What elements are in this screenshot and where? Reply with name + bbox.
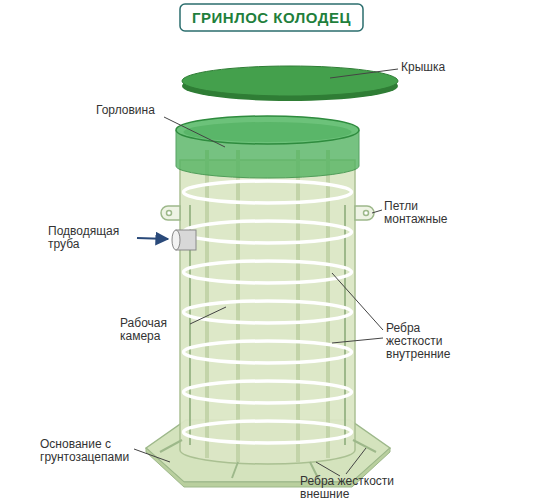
stiffening-ring — [184, 181, 352, 203]
leader-lines — [134, 69, 398, 476]
part-label: Подводящая труба — [48, 225, 134, 251]
part-label: Ребра жесткости внешние — [300, 475, 420, 501]
stiffening-ring — [184, 261, 352, 283]
part-label: Основание с грунтозацепами — [40, 438, 136, 464]
inlet-pipe — [172, 230, 196, 250]
title-frame — [180, 4, 363, 31]
inflow-arrow — [137, 238, 168, 239]
mounting-loops — [161, 206, 374, 220]
stiffening-ring — [184, 221, 352, 243]
neck-top — [176, 116, 359, 144]
part-label: Петли монтажные — [384, 200, 464, 226]
stiffening-rings — [184, 181, 352, 443]
inner-ribs — [207, 150, 328, 462]
title: ГРИНЛОС КОЛОДЕЦ — [181, 5, 362, 30]
stiffening-ring — [184, 341, 352, 363]
part-label: Рабочая камера — [120, 317, 192, 343]
part-label: Ребра жесткости внутренние — [386, 322, 476, 361]
lid — [182, 66, 398, 96]
stiffening-ring — [184, 381, 352, 403]
part-label: Горловина — [96, 104, 166, 117]
part-label: Крышка — [401, 61, 481, 74]
stiffening-ring — [184, 301, 352, 323]
stiffening-ring — [184, 421, 352, 443]
